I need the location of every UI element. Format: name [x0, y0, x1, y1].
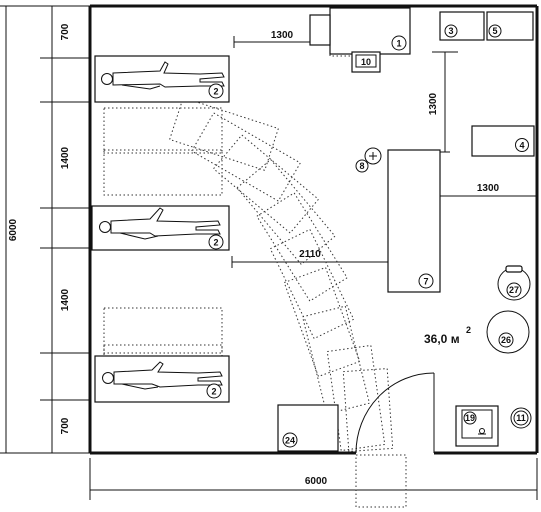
- bed-with-patient-1: 2: [94, 55, 230, 103]
- label-2-middle: 2: [213, 238, 218, 248]
- bin-item-11: 11: [510, 407, 532, 429]
- label-4: 4: [519, 141, 524, 151]
- label-5: 5: [492, 26, 497, 36]
- room-walls: [88, 4, 539, 455]
- cabinet-item-24: 24: [277, 404, 339, 452]
- dim-left-4: 700: [60, 417, 71, 434]
- label-26: 26: [501, 335, 511, 345]
- dim-right-gap-top: 1300: [428, 92, 439, 115]
- table-item-7: 7: [387, 149, 441, 293]
- chair-item-10: 10: [351, 51, 381, 73]
- label-7: 7: [423, 277, 428, 287]
- dim-room-height: 6000: [8, 218, 19, 241]
- area-unit-sup: 2: [466, 325, 471, 335]
- cabinet-item-5: 5: [486, 11, 534, 41]
- door: [355, 372, 435, 454]
- dim-left-1: 700: [60, 23, 71, 40]
- dim-top-gap: 1300: [271, 30, 294, 41]
- bed-with-patient-2: 2: [91, 205, 230, 251]
- room-area: 36,0 м 2: [424, 325, 471, 346]
- fixture-item-8: 8: [355, 147, 382, 173]
- sink-item-19: 19: [455, 405, 499, 447]
- bed-with-patient-3: 2: [94, 355, 230, 403]
- basin-item-26: 26: [486, 310, 530, 354]
- stool-item-27: 27: [497, 265, 531, 301]
- patient-figure-icon: [102, 361, 223, 390]
- label-27: 27: [509, 285, 519, 295]
- label-2-top: 2: [213, 87, 218, 97]
- bottom-dimension: 6000: [89, 458, 538, 500]
- dim-middle-gap: 2110: [299, 249, 321, 260]
- dim-right-gap-bottom: 1300: [477, 183, 500, 194]
- dim-left-2: 1400: [60, 146, 71, 169]
- label-11: 11: [516, 413, 526, 423]
- label-10: 10: [361, 57, 371, 67]
- area-value: 36,0 м: [424, 332, 460, 346]
- inner-dimensions: 1300 1300 1300 2110: [231, 30, 537, 268]
- patient-figure-icon: [99, 207, 221, 240]
- patient-figure-icon: [101, 61, 225, 90]
- left-dimension-chain: 700 1400 1400 700 6000: [0, 5, 90, 454]
- label-8: 8: [359, 161, 364, 171]
- desk-item-1: 1: [309, 7, 411, 55]
- label-19: 19: [465, 413, 475, 423]
- table-item-4: 4: [471, 125, 535, 157]
- label-3: 3: [448, 26, 453, 36]
- dim-left-3: 1400: [60, 288, 71, 311]
- label-2-bottom: 2: [211, 387, 216, 397]
- dim-room-width: 6000: [305, 476, 328, 487]
- label-1: 1: [396, 39, 401, 49]
- label-24: 24: [285, 436, 295, 446]
- cabinet-item-3: 3: [439, 11, 485, 41]
